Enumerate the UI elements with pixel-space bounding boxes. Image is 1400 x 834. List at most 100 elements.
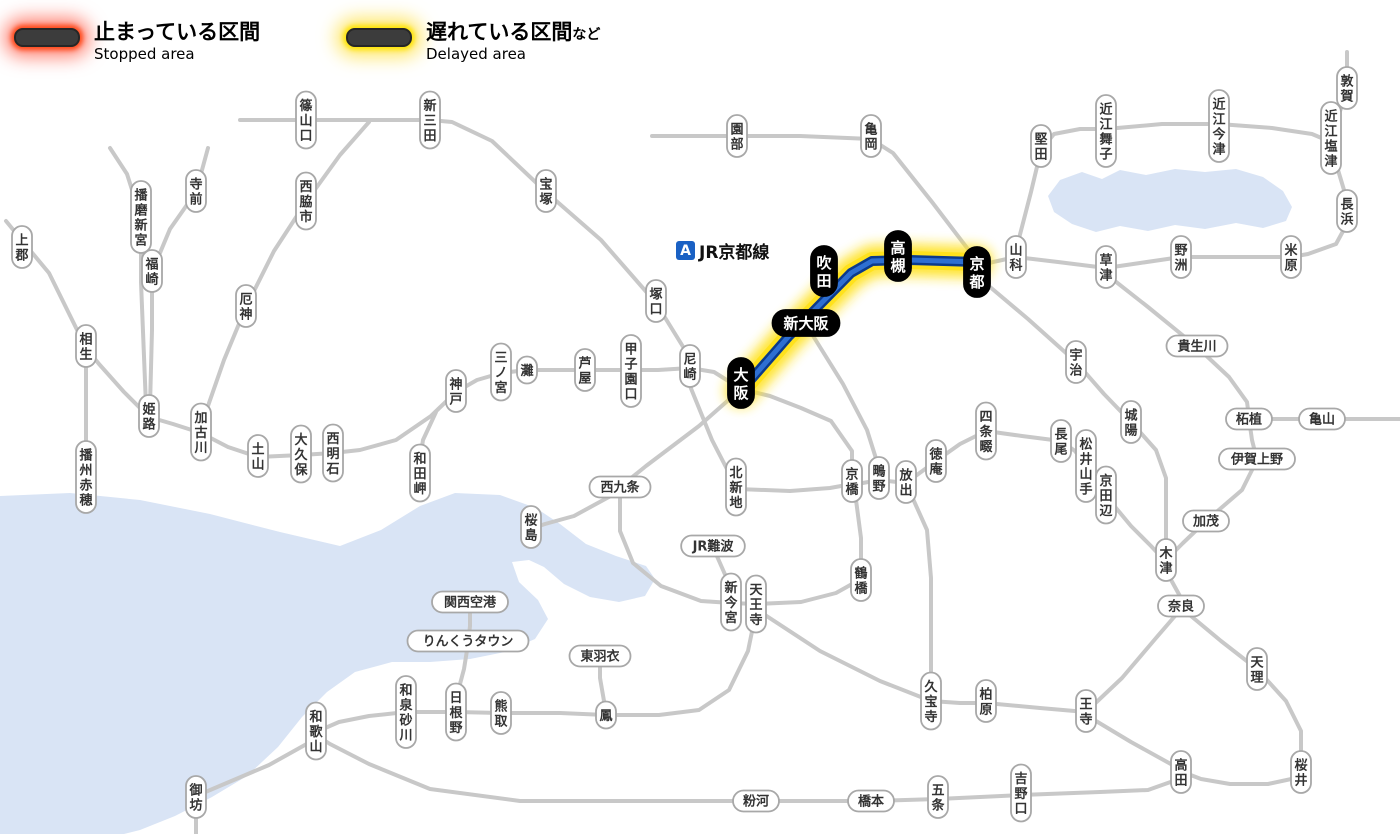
svg-text:灘: 灘 — [520, 363, 533, 379]
svg-text:江: 江 — [1099, 116, 1112, 132]
svg-text:口: 口 — [299, 129, 312, 144]
line-hanwa — [314, 610, 758, 734]
station-高槻[interactable]: 高槻 — [884, 230, 912, 282]
station-亀山: 亀山 — [1298, 407, 1346, 431]
svg-text:奈良: 奈良 — [1167, 599, 1194, 615]
station-新大阪[interactable]: 新大阪 — [771, 309, 841, 337]
svg-text:関西空港: 関西空港 — [444, 595, 497, 611]
svg-text:川: 川 — [398, 728, 412, 743]
station-山科: 山科 — [1005, 235, 1027, 279]
line-jr-kyoto-line[interactable] — [738, 257, 980, 394]
station-鶴橋: 鶴橋 — [850, 558, 872, 602]
svg-text:上: 上 — [15, 233, 28, 248]
svg-text:子: 子 — [1099, 147, 1112, 162]
svg-text:王: 王 — [749, 598, 762, 613]
legend-delayed: 遅れている区間など Delayed area — [346, 20, 600, 63]
svg-text:吹: 吹 — [816, 254, 832, 272]
svg-text:和: 和 — [399, 682, 412, 698]
station-京都[interactable]: 京都 — [963, 246, 991, 298]
svg-text:相: 相 — [79, 331, 92, 347]
svg-text:泉: 泉 — [399, 697, 413, 713]
svg-text:原: 原 — [1284, 258, 1297, 273]
svg-text:取: 取 — [494, 714, 508, 729]
station-大阪[interactable]: 大阪 — [727, 357, 755, 409]
svg-text:西九条: 西九条 — [600, 480, 640, 496]
svg-text:桜: 桜 — [524, 512, 537, 528]
svg-text:高: 高 — [1174, 757, 1187, 773]
svg-text:桜: 桜 — [1294, 757, 1307, 773]
svg-text:粉河: 粉河 — [743, 794, 769, 810]
svg-text:山: 山 — [309, 739, 322, 755]
svg-text:条: 条 — [931, 797, 945, 813]
svg-text:槻: 槻 — [890, 257, 905, 275]
line-kisei — [194, 739, 314, 834]
svg-text:田: 田 — [423, 129, 436, 144]
station-神戸: 神戸 — [445, 369, 467, 413]
svg-text:津: 津 — [1324, 153, 1337, 169]
svg-text:JR難波: JR難波 — [692, 539, 735, 555]
svg-text:塚: 塚 — [539, 192, 552, 207]
line-kakogawa — [199, 120, 371, 428]
jr-kyoto-line-badge[interactable]: A JR京都線 — [674, 236, 776, 265]
station-りんくうタウン: りんくうタウン — [406, 629, 530, 653]
station-三ノ宮: 三ノ宮 — [490, 342, 512, 402]
svg-text:神: 神 — [449, 376, 462, 392]
svg-text:和: 和 — [413, 451, 426, 467]
svg-text:赤: 赤 — [79, 477, 92, 493]
station-堅田: 堅田 — [1030, 124, 1052, 168]
svg-text:宮: 宮 — [134, 232, 147, 248]
svg-text:和: 和 — [309, 709, 322, 725]
station-土山: 土山 — [247, 434, 269, 478]
station-東羽衣: 東羽衣 — [568, 644, 632, 668]
line-osaka-higashi-south — [907, 488, 933, 696]
svg-text:東羽衣: 東羽衣 — [580, 649, 619, 665]
svg-text:口: 口 — [649, 302, 662, 317]
svg-text:宮: 宮 — [724, 610, 737, 626]
line-kusatsu — [1104, 272, 1251, 419]
svg-text:野: 野 — [1014, 787, 1027, 802]
svg-text:井: 井 — [1079, 451, 1092, 467]
svg-text:鶴: 鶴 — [854, 565, 867, 581]
svg-text:大: 大 — [294, 432, 307, 448]
station-桜島: 桜島 — [520, 505, 542, 549]
svg-text:貴生川: 貴生川 — [1177, 339, 1216, 355]
svg-text:長: 長 — [1340, 197, 1354, 212]
station-灘: 灘 — [516, 355, 538, 385]
station-加古川: 加古川 — [190, 402, 212, 462]
water-lake-biwa — [1048, 169, 1292, 232]
line-manyo — [1183, 609, 1303, 786]
station-橋本: 橋本 — [847, 789, 895, 813]
svg-text:木: 木 — [1158, 545, 1173, 561]
svg-text:園: 園 — [730, 121, 743, 137]
station-吹田[interactable]: 吹田 — [810, 245, 838, 297]
station-天王寺: 天王寺 — [745, 574, 767, 634]
svg-text:野: 野 — [872, 479, 885, 494]
svg-text:岡: 岡 — [864, 137, 877, 152]
station-柘植: 柘植 — [1225, 407, 1273, 431]
svg-text:放: 放 — [898, 467, 913, 483]
svg-text:新: 新 — [724, 580, 737, 596]
svg-text:山: 山 — [1009, 242, 1022, 258]
svg-text:部: 部 — [730, 136, 743, 152]
svg-text:近: 近 — [1324, 108, 1337, 124]
station-新三田: 新三田 — [419, 90, 441, 150]
svg-text:播: 播 — [134, 187, 148, 203]
svg-text:野: 野 — [449, 721, 462, 736]
svg-text:生: 生 — [79, 346, 92, 362]
svg-text:野: 野 — [1174, 243, 1187, 258]
station-野洲: 野洲 — [1170, 235, 1192, 279]
svg-text:崎: 崎 — [145, 271, 158, 287]
svg-text:津: 津 — [1212, 141, 1225, 157]
svg-text:山: 山 — [1079, 466, 1092, 482]
station-寺前: 寺前 — [185, 169, 207, 213]
svg-text:厄: 厄 — [239, 292, 252, 307]
svg-text:伊賀上野: 伊賀上野 — [1230, 452, 1283, 468]
svg-text:寺: 寺 — [1079, 711, 1092, 727]
svg-text:播: 播 — [79, 447, 93, 463]
svg-text:塩: 塩 — [1324, 138, 1337, 154]
svg-text:江: 江 — [1212, 111, 1225, 127]
svg-text:辺: 辺 — [1099, 504, 1112, 519]
svg-text:山: 山 — [299, 113, 312, 129]
